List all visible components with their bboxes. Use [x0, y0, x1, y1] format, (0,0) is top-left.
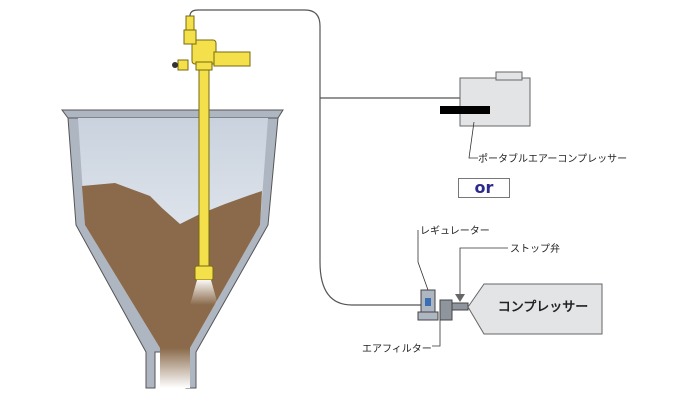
regulator-filter-assembly: [417, 289, 469, 321]
regulator-label: レギュレーター: [420, 226, 490, 237]
air-filter-leader: [432, 320, 441, 347]
compressor-label: コンプレッサー: [497, 300, 589, 315]
air-filter-label: エアフィルター: [362, 344, 432, 355]
portable-compressor-label: ポータブルエアーコンプレッサー: [478, 154, 628, 165]
hopper-rim: [61, 109, 284, 119]
portable-compressor: [440, 71, 531, 127]
regulator-leader: [417, 230, 429, 291]
air-lance: [198, 67, 210, 271]
stop-valve-leader: [459, 247, 508, 294]
stop-valve-label: ストップ弁: [510, 244, 560, 255]
main-compressor: [467, 283, 603, 335]
portable-compressor-leader: [468, 121, 478, 159]
air-hose: [189, 9, 425, 306]
top-valve-assembly: [172, 15, 251, 71]
air-spray: [190, 280, 218, 305]
discharge-powder: [160, 348, 190, 388]
nozzle-tip: [194, 265, 214, 281]
powder-fill: [82, 183, 262, 348]
or-label: or: [458, 178, 510, 198]
